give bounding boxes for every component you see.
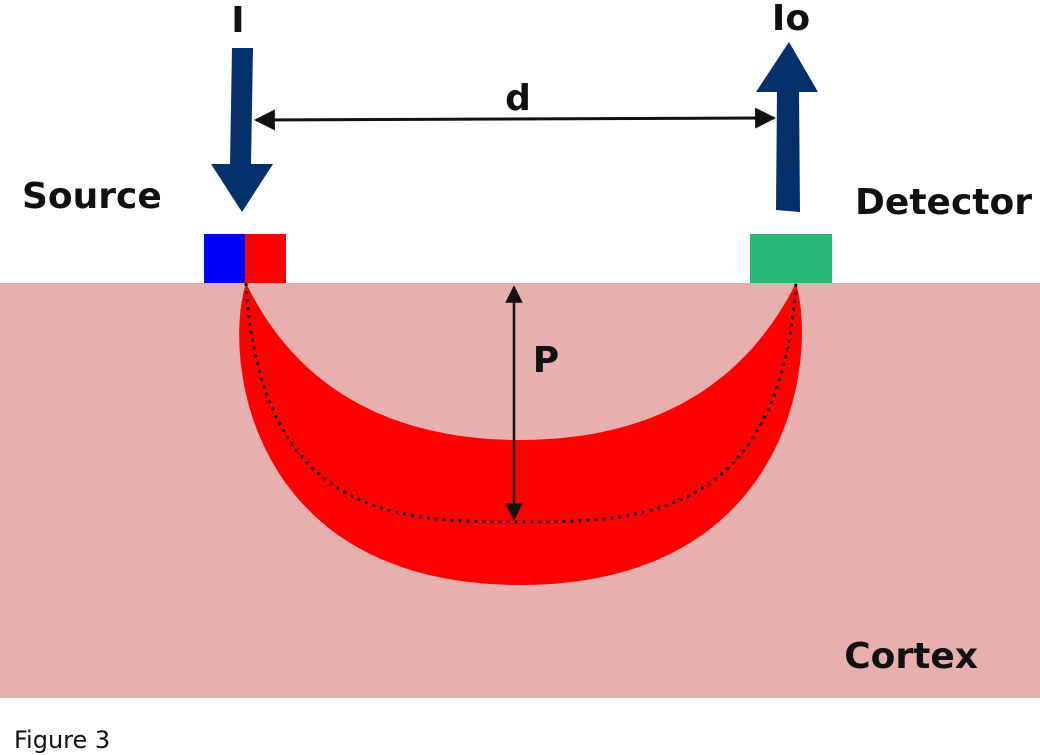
cortex-label: Cortex xyxy=(844,636,978,677)
detected-intensity-label: Io xyxy=(772,0,810,39)
source-label: Source xyxy=(22,176,162,217)
figure-caption: Figure 3 xyxy=(14,726,110,754)
detector-label: Detector xyxy=(855,182,1032,223)
light-path-region xyxy=(239,283,802,585)
distance-arrow xyxy=(253,107,777,131)
source-red-emitter xyxy=(245,234,286,283)
penetration-depth-label: P xyxy=(533,340,559,381)
incident-light-arrow xyxy=(211,48,273,212)
detector-block xyxy=(750,234,832,283)
incident-intensity-label: I xyxy=(231,0,244,41)
distance-label: d xyxy=(505,78,531,119)
source-blue-emitter xyxy=(204,234,245,283)
detected-light-arrow xyxy=(756,42,818,212)
